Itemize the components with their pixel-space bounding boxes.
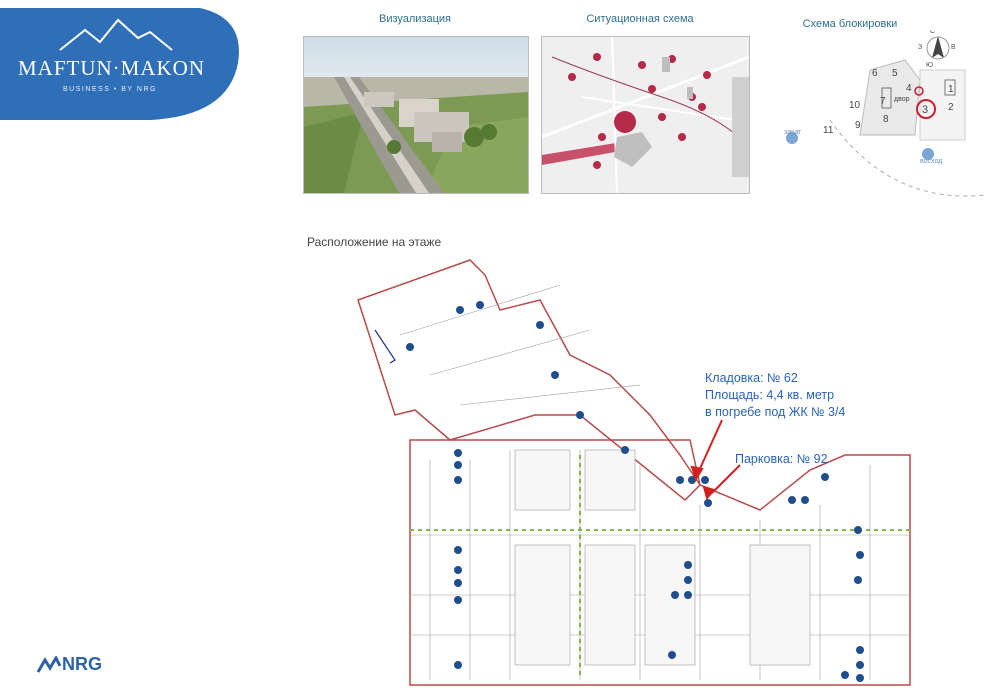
block-6: 6 <box>872 68 878 79</box>
compass-n: С <box>930 30 935 35</box>
block-scheme-title: Схема блокировки <box>802 18 898 30</box>
compass-w: З <box>918 44 922 51</box>
block-7: 7 <box>880 96 886 107</box>
block-3: 3 <box>922 104 928 116</box>
block-2: 2 <box>948 102 954 113</box>
compass-e: В <box>951 44 956 51</box>
situation-map <box>541 36 750 194</box>
storage-number: Кладовка: № 62 <box>705 371 798 385</box>
block-5: 5 <box>892 68 898 79</box>
block-scheme: С З В Ю 1 2 3 4 5 6 7 8 9 10 11 двор зак… <box>770 28 986 200</box>
block-8: 8 <box>883 114 889 125</box>
situation-title: Ситуационная схема <box>586 13 694 25</box>
brand-name: MAFTUN·MAKON <box>18 56 206 80</box>
storage-location: в погребе под ЖК № 3/4 <box>705 405 846 419</box>
courtyard-label: двор <box>894 96 910 103</box>
storage-note: Кладовка: № 62 Площадь: 4,4 кв. метр в п… <box>705 370 845 421</box>
block-10: 10 <box>849 100 861 111</box>
visualization-title: Визуализация <box>378 13 452 25</box>
sunrise-label: восход <box>920 158 942 165</box>
floor-plan-drawing <box>357 259 911 686</box>
storage-area: Площадь: 4,4 кв. метр <box>705 388 835 402</box>
compass-s: Ю <box>926 62 933 69</box>
block-11: 11 <box>823 125 834 136</box>
block-4: 4 <box>906 83 912 94</box>
brand-tagline: BUSINESS • BY NRG <box>63 86 157 93</box>
floor-plan-title: Расположение на этаже <box>307 235 442 249</box>
brand-logo: MAFTUN·MAKON BUSINESS • BY NRG <box>0 8 240 123</box>
nrg-logo-icon <box>36 656 62 673</box>
logo-badge <box>0 8 239 120</box>
block-1: 1 <box>948 84 954 95</box>
parking-number: Парковка: № 92 <box>735 452 828 466</box>
visualization-image <box>303 36 529 194</box>
parking-note: Парковка: № 92 <box>735 451 828 468</box>
sunset-label: закат <box>784 129 802 136</box>
footer-logo: NRG <box>62 654 102 674</box>
block-9: 9 <box>855 120 861 131</box>
floor-plan <box>340 255 920 695</box>
